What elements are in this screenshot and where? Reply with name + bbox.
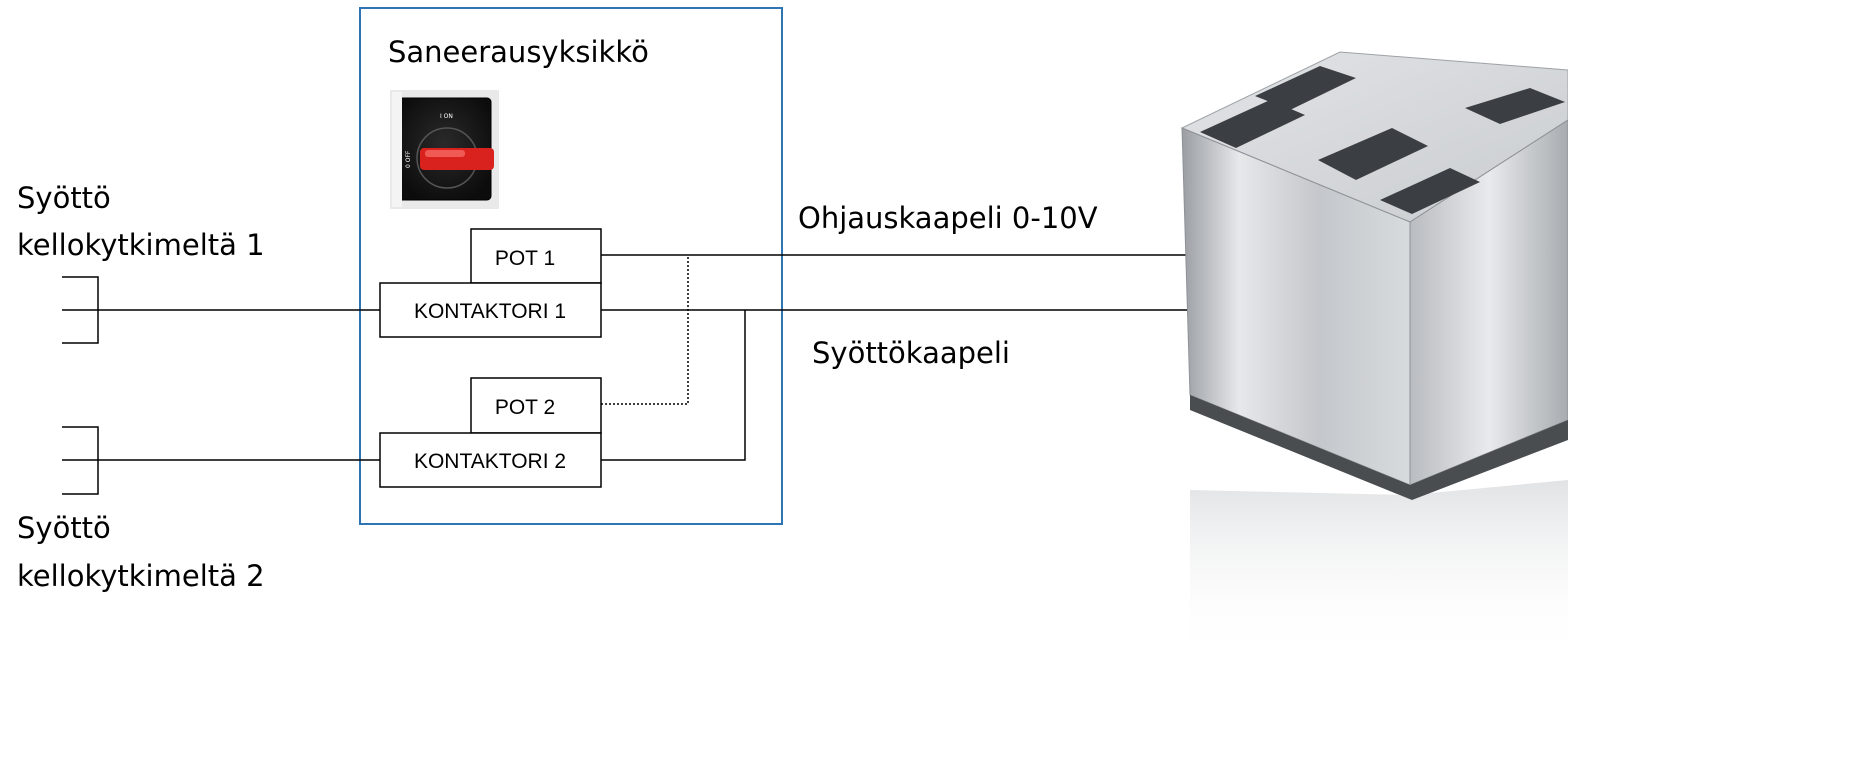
pot1-label: POT 1 [495,247,555,270]
pot2-dotted-link [601,255,689,405]
heater-unit-image [1180,51,1568,659]
unit-title: Saneerausyksikkö [388,35,649,69]
pot2-box [470,377,602,434]
feed1-label-line1: Syöttö [17,181,111,215]
pot2-label: POT 2 [495,396,555,419]
retrofit-unit-border [359,7,783,525]
control-cable-label: Ohjauskaapeli 0-10V [798,201,1098,235]
wiring-diagram: Saneerausyksikkö I ON 0 OFF POT 1 KONTAK… [17,7,1568,659]
contactor2-box [379,432,602,488]
pot1-box [470,228,602,284]
contactor2-label: KONTAKTORI 2 [414,450,566,473]
supply-cable-label: Syöttökaapeli [812,336,1010,370]
feed2-label-line2: kellokytkimeltä 2 [17,559,265,593]
switch-on-mark: I ON [440,113,453,120]
feed2-label-line1: Syöttö [17,511,111,545]
contactor1-label: KONTAKTORI 1 [414,300,566,323]
switch-off-mark: 0 OFF [405,150,412,168]
feed1-label-line2: kellokytkimeltä 1 [17,228,265,262]
wires [62,254,1286,495]
rotary-switch-image: I ON 0 OFF [390,90,499,209]
contactor2-output-wire [601,310,746,461]
